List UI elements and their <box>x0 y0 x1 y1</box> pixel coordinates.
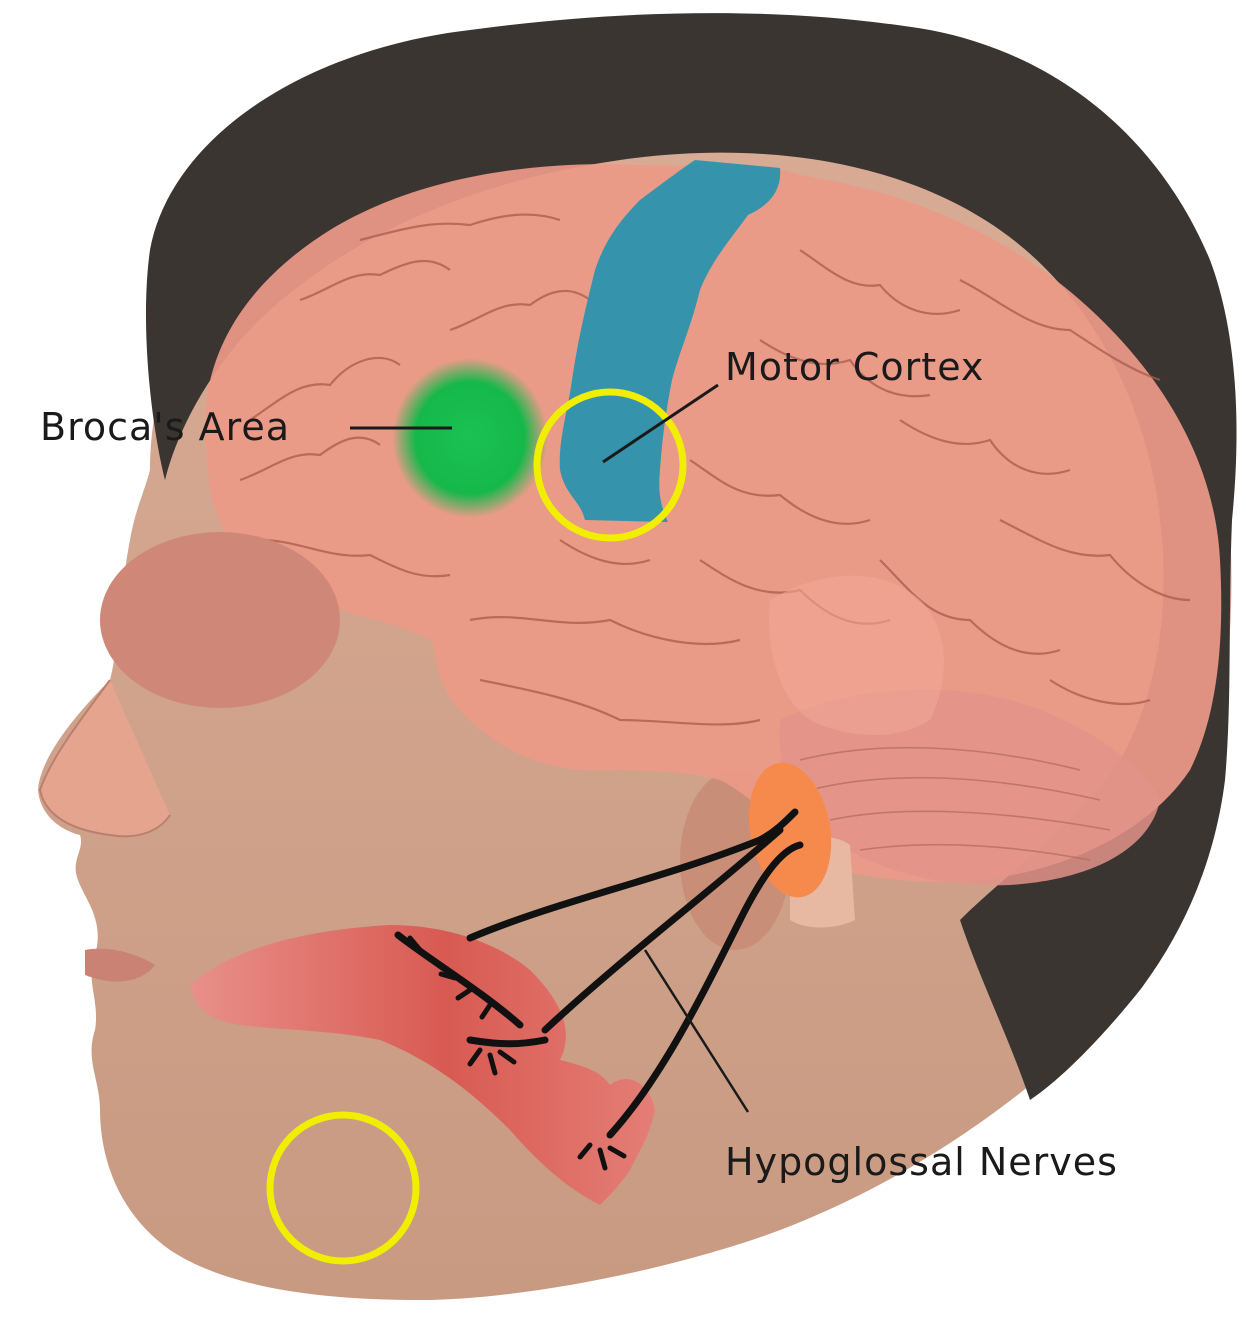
eye-mask <box>100 532 340 708</box>
brain-folds <box>239 213 1191 726</box>
hypoglossal-nerve-lines <box>394 808 804 1139</box>
temporal-lobe <box>769 575 944 735</box>
tongue <box>190 925 655 1205</box>
hypoglossal-nucleus <box>748 762 832 898</box>
nose <box>38 679 171 838</box>
hair <box>145 13 1237 1100</box>
motor-cortex-highlight-circle <box>533 388 687 542</box>
broca-area <box>392 358 548 518</box>
motor-cortex-label: Motor Cortex <box>725 345 984 389</box>
motor-leader-line <box>602 383 719 464</box>
lips <box>85 948 155 982</box>
chin-highlight-circle <box>266 1111 420 1265</box>
motor-cortex <box>559 160 781 522</box>
broca-label: Broca's Area <box>40 405 290 449</box>
nerve-branches <box>407 935 627 1171</box>
cerebellum <box>779 689 1160 886</box>
hypoglossal-label: Hypoglossal Nerves <box>725 1140 1118 1184</box>
hypoglossal-pointer-line <box>643 949 750 1113</box>
